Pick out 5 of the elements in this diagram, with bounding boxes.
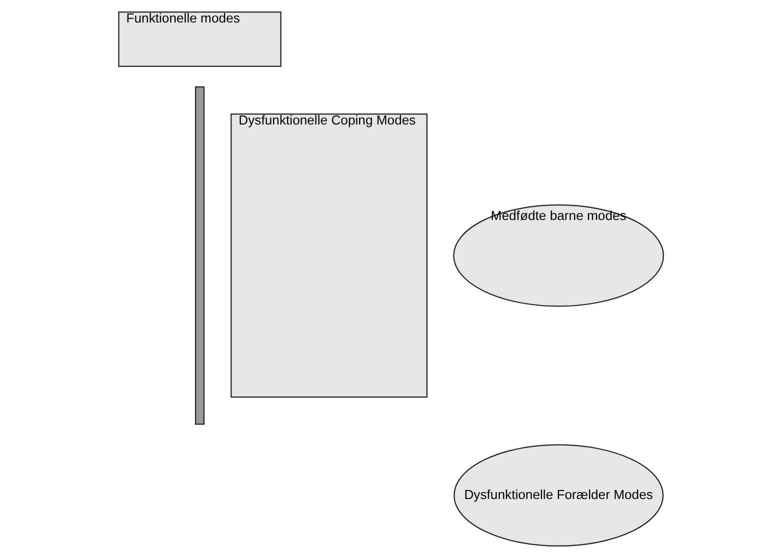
node-box: Dysfunktionelle Coping Modes — [230, 114, 428, 398]
node-bar — [194, 86, 204, 425]
node-box: Funktionelle modes — [118, 11, 281, 67]
node-ellipse: Medfødte barne modes — [452, 204, 664, 307]
node-ellipse: Dysfunktionelle Forælder Modes — [453, 444, 664, 547]
